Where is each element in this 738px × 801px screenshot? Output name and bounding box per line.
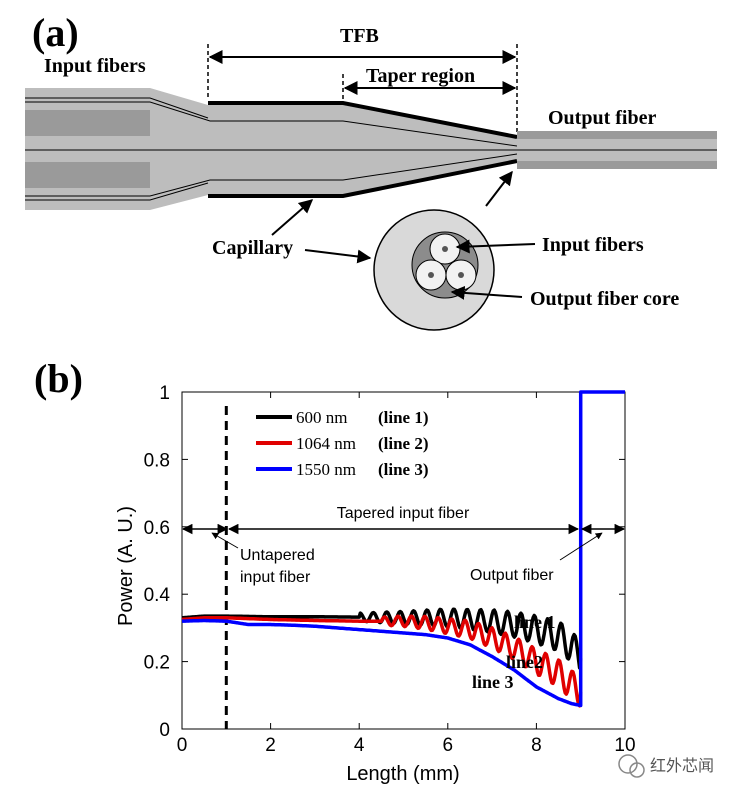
- y-tick-label: 1: [159, 383, 170, 404]
- x-tick-label: 10: [614, 735, 635, 756]
- panel-b-label: (b): [34, 356, 83, 401]
- legend-label-1064: 1064 nm: [296, 434, 356, 453]
- watermark: 红外芯闻: [618, 754, 714, 778]
- cross-section-inset: [373, 209, 495, 331]
- input-fibers-label: Input fibers: [44, 55, 146, 77]
- wechat-icon-small: [629, 762, 645, 778]
- panel-a: (a) TFB Taper region Input fibers Out: [25, 10, 717, 331]
- untapered-label-2: input fiber: [240, 569, 311, 586]
- y-tick-label: 0.8: [144, 450, 170, 471]
- output-fiber-label: Output fiber: [548, 107, 656, 129]
- chart-ticks: 0 2 4 6 8 10 0 0.2 0.4 0.6 0.8 1: [144, 383, 636, 756]
- taper-region-label: Taper region: [366, 65, 475, 87]
- line2-annotation: line2: [506, 652, 543, 672]
- legend-label-1550: 1550 nm: [296, 460, 356, 479]
- watermark-text: 红外芯闻: [650, 757, 714, 775]
- line3-annotation: line 3: [472, 672, 514, 692]
- capillary-arrow-up: [271, 199, 314, 236]
- output-fiber: [517, 131, 717, 169]
- panel-b: (b) 0 2 4 6 8 10 0 0.2 0.4 0.6 0.8 1 Length (mm) Po…: [34, 356, 636, 785]
- y-tick-label: 0.6: [144, 518, 170, 539]
- x-tick-label: 4: [354, 735, 365, 756]
- tfb-label: TFB: [340, 25, 379, 47]
- legend: 600 nm (line 1) 1064 nm (line 2) 1550 nm…: [256, 408, 429, 479]
- inset-input-arrow: [455, 239, 536, 254]
- untapered-label-1: Untapered: [240, 547, 315, 564]
- x-tick-label: 6: [443, 735, 454, 756]
- x-tick-label: 2: [265, 735, 276, 756]
- legend-tag-600: (line 1): [378, 408, 429, 427]
- inset-input-fibers-label: Input fibers: [542, 234, 644, 256]
- output-fiber-pointer: [559, 532, 603, 561]
- inset-core-arrow: [450, 285, 523, 300]
- panel-a-label: (a): [32, 10, 79, 55]
- legend-label-600: 600 nm: [296, 408, 347, 427]
- legend-tag-1064: (line 2): [378, 434, 429, 453]
- x-tick-label: 8: [531, 735, 542, 756]
- line1-annotation: line 1: [514, 612, 556, 632]
- series-line-1064-nm: [181, 614, 583, 708]
- untapered-pointer: [211, 532, 239, 549]
- series-line-1550-nm: [181, 390, 626, 708]
- legend-tag-1550: (line 3): [378, 460, 429, 479]
- output-fiber-region-label: Output fiber: [470, 567, 554, 584]
- y-axis-label: Power (A. U.): [115, 506, 137, 626]
- x-tick-label: 0: [177, 735, 188, 756]
- capillary-arrow-right: [304, 249, 372, 264]
- tapered-input-fiber-label: Tapered input fiber: [337, 505, 470, 522]
- y-tick-label: 0: [159, 720, 170, 741]
- y-tick-label: 0.2: [144, 653, 170, 674]
- wechat-icon: [618, 754, 638, 774]
- inset-pointer-arrow: [485, 170, 513, 207]
- plot-frame: [181, 391, 626, 730]
- chart-plot: [181, 391, 626, 730]
- x-axis-label: Length (mm): [346, 763, 459, 785]
- chart-series: [181, 390, 626, 708]
- capillary-label: Capillary: [212, 237, 293, 259]
- input-fiber-bundle: [25, 88, 518, 210]
- inset-output-core-label: Output fiber core: [530, 288, 679, 310]
- y-tick-label: 0.4: [144, 585, 171, 606]
